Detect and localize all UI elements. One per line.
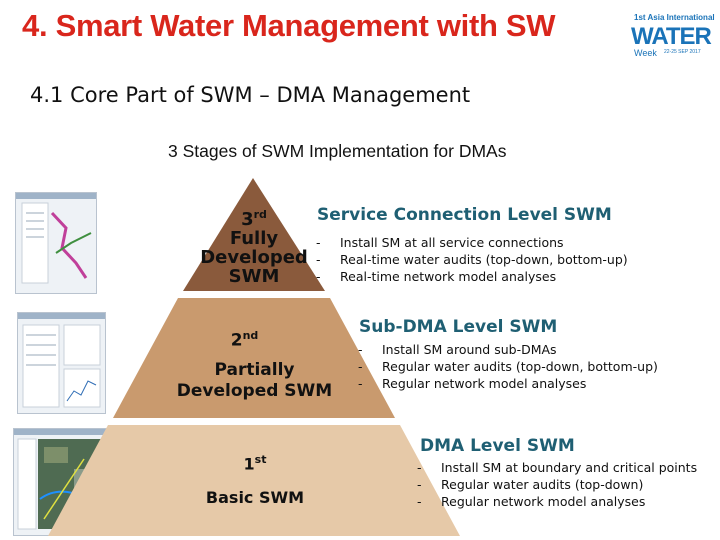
level-1-num: 1 xyxy=(243,454,255,474)
slide-title: 4. Smart Water Management with SW xyxy=(22,8,556,43)
pyramid-top xyxy=(183,178,325,291)
level-2-item: -Install SM around sub-DMAs xyxy=(358,342,557,357)
slide-subtitle: 4.1 Core Part of SWM – DMA Management xyxy=(30,83,471,107)
level-3-item: -Real-time network model analyses xyxy=(316,269,557,284)
level-3-heading: Service Connection Level SWM xyxy=(317,205,612,225)
level-2-name-2: Developed SWM xyxy=(176,380,333,401)
level-2-name-1: Partially xyxy=(214,359,295,380)
logo-word: WATER xyxy=(631,23,712,50)
level-3-name-3: SWM xyxy=(228,266,280,287)
screenshot-tables xyxy=(17,312,106,414)
level-2-num: 2 xyxy=(230,330,243,351)
level-2-label: 2nd Partially Developed SWM xyxy=(172,325,337,402)
level-2-sup: nd xyxy=(242,329,259,342)
level-2-item: -Regular network model analyses xyxy=(358,376,587,391)
level-1-item: -Install SM at boundary and critical poi… xyxy=(417,460,698,475)
level-1-label: 1st Basic SWM xyxy=(195,450,315,508)
level-3-num: 3 xyxy=(241,209,254,230)
logo-week: Week xyxy=(634,48,657,58)
level-2-heading: Sub-DMA Level SWM xyxy=(359,317,558,337)
pyramid-middle xyxy=(113,298,395,418)
logo-date: 22-25 SEP 2017 xyxy=(664,49,701,55)
level-2-item: -Regular water audits (top-down, bottom-… xyxy=(358,359,658,374)
level-1-item: -Regular network model analyses xyxy=(417,494,646,509)
level-3-name-1: Fully xyxy=(229,228,279,249)
asia-water-week-logo: 1st Asia International WATER Week 22-25 … xyxy=(618,10,715,62)
stages-title: 3 Stages of SWM Implementation for DMAs xyxy=(168,141,507,161)
level-1-name-1: Basic SWM xyxy=(205,488,305,508)
level-3-item: -Install SM at all service connections xyxy=(316,235,564,250)
level-1-item: -Regular water audits (top-down) xyxy=(417,477,644,492)
level-3-sup: rd xyxy=(253,208,267,221)
pyramid-bottom xyxy=(48,425,460,536)
level-3-label: 3rd Fully Developed SWM xyxy=(195,205,313,286)
level-1-heading: DMA Level SWM xyxy=(420,436,575,456)
level-3-name-2: Developed xyxy=(200,247,308,268)
screenshot-map-network xyxy=(15,192,97,294)
level-1-sup: st xyxy=(254,453,267,466)
level-3-item: -Real-time water audits (top-down, botto… xyxy=(316,252,628,267)
logo-line1: 1st Asia International xyxy=(634,13,715,22)
